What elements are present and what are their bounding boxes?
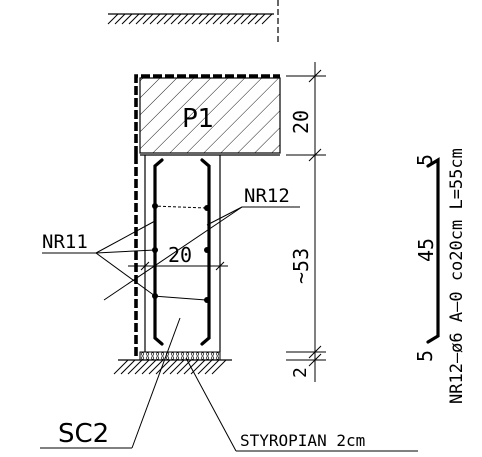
bar-top-leg: 5 bbox=[413, 154, 437, 166]
bar-spec: NR12–ø6 A–0 co20cm L=55cm bbox=[447, 148, 467, 404]
top-ground bbox=[107, 0, 279, 45]
bar-main-length: 45 bbox=[414, 238, 438, 262]
base-layer-label: 2 bbox=[290, 367, 311, 378]
wall-label: SC2 bbox=[58, 419, 109, 449]
rebar-dot bbox=[204, 247, 210, 253]
insulation-label: STYROPIAN 2cm bbox=[240, 431, 365, 450]
wall-width-label: 20 bbox=[168, 243, 192, 267]
slab-height-label: 20 bbox=[289, 110, 313, 134]
wall-height-label: ~53 bbox=[289, 248, 313, 284]
rebar-dot bbox=[204, 297, 210, 303]
height-dimension-chain: 20 ~53 2 bbox=[286, 62, 326, 382]
rebar-label-nr11: NR11 bbox=[42, 231, 88, 253]
rebar-dot bbox=[152, 203, 158, 209]
rebar-label-nr12: NR12 bbox=[244, 185, 290, 207]
rebar-dot bbox=[204, 205, 210, 211]
bar-schedule: 5 45 5 NR12–ø6 A–0 co20cm L=55cm bbox=[413, 148, 467, 404]
styropian-layer bbox=[113, 351, 232, 375]
bar-bottom-leg: 5 bbox=[413, 350, 437, 362]
leaders bbox=[40, 206, 418, 452]
slab-label: P1 bbox=[182, 104, 214, 134]
wall-width-dimension: 20 bbox=[128, 243, 228, 271]
slab-p1: P1 bbox=[134, 74, 281, 155]
bar-shape bbox=[426, 157, 440, 344]
rebar-cage bbox=[152, 158, 211, 346]
wall-sc2 bbox=[134, 154, 280, 358]
